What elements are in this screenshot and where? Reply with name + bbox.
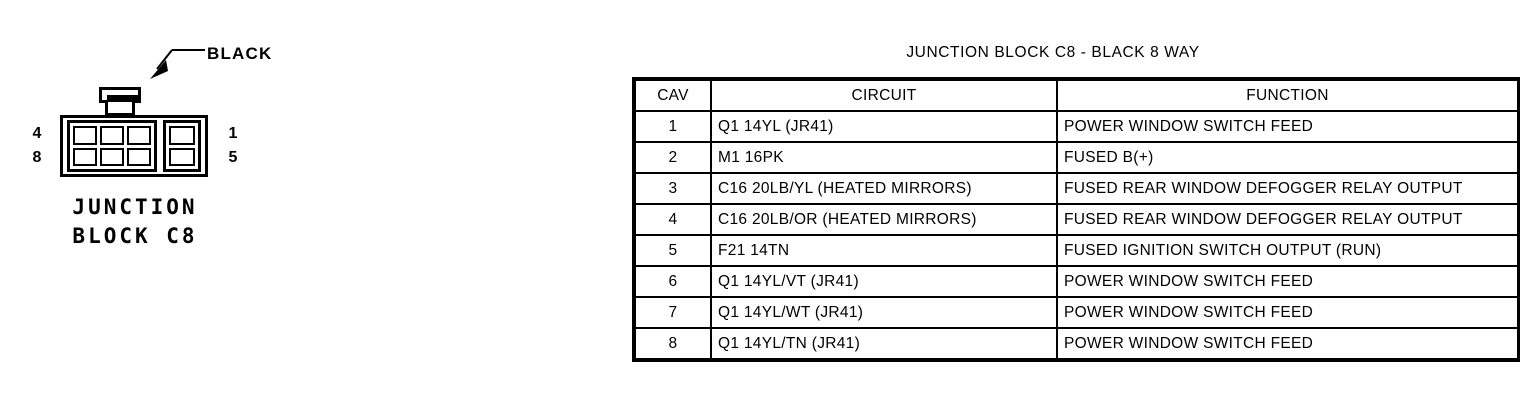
cell-function: FUSED REAR WINDOW DEFOGGER RELAY OUTPUT xyxy=(1056,203,1520,236)
cell-circuit: M1 16PK xyxy=(710,141,1058,174)
cell-cav: 4 xyxy=(633,203,712,236)
cavity xyxy=(100,147,124,166)
pin-number-bottom-left: 8 xyxy=(32,149,42,166)
connector-latch-tab xyxy=(99,87,141,116)
latch-tab-lower xyxy=(105,102,135,116)
cell-circuit: Q1 14YL/VT (JR41) xyxy=(710,265,1058,298)
cell-cav: 2 xyxy=(633,141,712,174)
cell-function: FUSED B(+) xyxy=(1056,141,1520,174)
cell-cav: 7 xyxy=(633,296,712,329)
pinout-table-head: CAV CIRCUIT FUNCTION xyxy=(633,78,1520,112)
cavity-group-main xyxy=(67,120,157,172)
cell-cav: 8 xyxy=(633,327,712,361)
cell-circuit: C16 20LB/OR (HEATED MIRRORS) xyxy=(710,203,1058,236)
cell-cav: 6 xyxy=(633,265,712,298)
cell-circuit: Q1 14YL/WT (JR41) xyxy=(710,296,1058,329)
header-circuit: CIRCUIT xyxy=(710,78,1058,112)
connector-housing xyxy=(60,115,208,177)
pin-numbers-right: 1 5 xyxy=(224,122,242,170)
connector-caption-line-1: JUNCTION xyxy=(72,195,198,219)
cavity xyxy=(169,126,195,145)
cavity xyxy=(127,147,151,166)
cavity xyxy=(73,126,97,145)
pin-numbers-left: 4 8 xyxy=(28,122,46,170)
cavity xyxy=(100,126,124,145)
cell-function: FUSED IGNITION SWITCH OUTPUT (RUN) xyxy=(1056,234,1520,267)
cell-function: POWER WINDOW SWITCH FEED xyxy=(1056,110,1520,143)
table-header-row: CAV CIRCUIT FUNCTION xyxy=(633,78,1520,112)
cell-cav: 1 xyxy=(633,110,712,143)
cell-function: POWER WINDOW SWITCH FEED xyxy=(1056,327,1520,361)
latch-tab-upper xyxy=(99,87,141,103)
cell-circuit: F21 14TN xyxy=(710,234,1058,267)
connector-caption: JUNCTION BLOCK C8 xyxy=(0,193,270,251)
pinout-table-title: JUNCTION BLOCK C8 - BLACK 8 WAY xyxy=(906,44,1200,61)
cell-cav: 3 xyxy=(633,172,712,205)
pinout-panel: JUNCTION BLOCK C8 - BLACK 8 WAY CAV CIRC… xyxy=(632,44,1520,362)
pin-number-top-right: 1 xyxy=(228,125,238,142)
cell-circuit: C16 20LB/YL (HEATED MIRRORS) xyxy=(710,172,1058,205)
header-function: FUNCTION xyxy=(1056,78,1520,112)
cavity-group-side xyxy=(163,120,201,172)
header-cav: CAV xyxy=(633,78,712,112)
connector-color-label: BLACK xyxy=(207,44,273,63)
cavity xyxy=(169,147,195,166)
cavity xyxy=(127,126,151,145)
cell-cav: 5 xyxy=(633,234,712,267)
pin-number-top-left: 4 xyxy=(32,125,42,142)
cell-circuit: Q1 14YL/TN (JR41) xyxy=(710,327,1058,361)
cell-function: POWER WINDOW SWITCH FEED xyxy=(1056,265,1520,298)
connector-caption-line-2: BLOCK C8 xyxy=(72,224,198,248)
connector-figure: BLACK 4 8 1 5 JUNCTION BLOCK C8 xyxy=(0,0,300,280)
cell-circuit: Q1 14YL (JR41) xyxy=(710,110,1058,143)
latch-slot xyxy=(107,95,139,100)
pin-number-bottom-right: 5 xyxy=(228,149,238,166)
cell-function: POWER WINDOW SWITCH FEED xyxy=(1056,296,1520,329)
cell-function: FUSED REAR WINDOW DEFOGGER RELAY OUTPUT xyxy=(1056,172,1520,205)
callout-leader-line xyxy=(150,49,205,79)
cavity xyxy=(73,147,97,166)
